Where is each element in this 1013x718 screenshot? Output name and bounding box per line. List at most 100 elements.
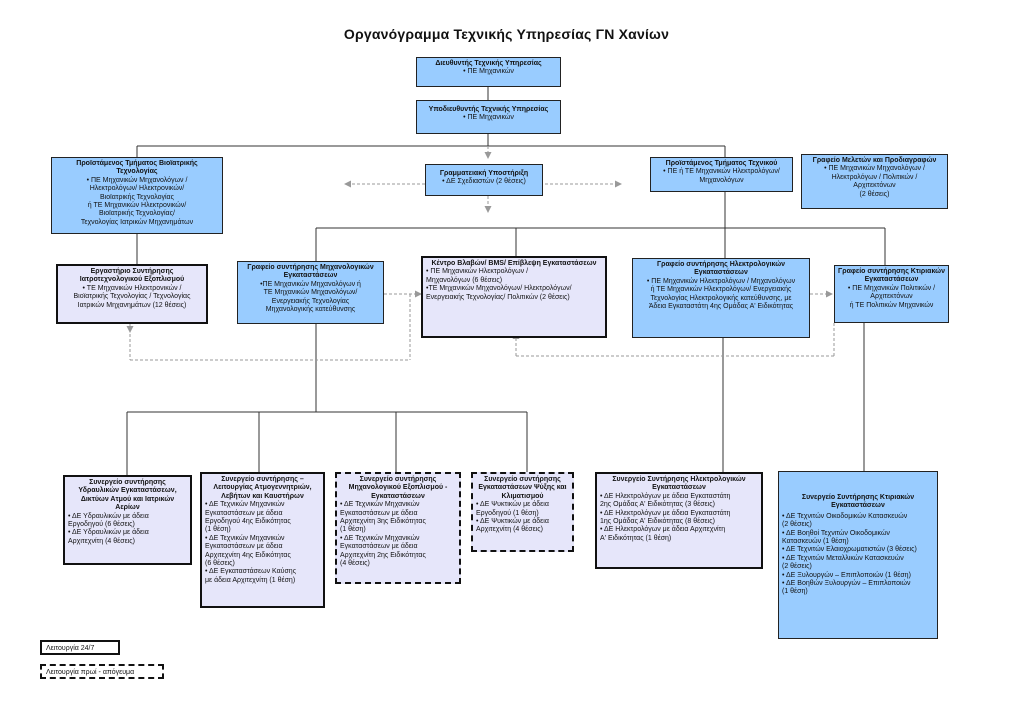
building-office-line: Αρχιτεκτόνων bbox=[870, 293, 913, 301]
building-crew-line: • ΔΕ Τεχνιτών Οικοδομικών Κατασκευών bbox=[782, 512, 908, 520]
bms-center-title: Κέντρο Βλαβών/ BMS/ Επίβλεψη Εγκαταστάσε… bbox=[431, 260, 597, 267]
building-crew-line: • ΔΕ Ξυλουργών – Επιπλοποιών (1 θέση) bbox=[782, 571, 911, 579]
mech-equipment-crew-line: Εγκαταστάσεων με άδεια bbox=[340, 543, 418, 551]
electrical-crew-line: Α' Ειδικότητας (1 θέση) bbox=[600, 534, 672, 542]
studies-office-line: Αρχιτεκτόνων bbox=[853, 182, 896, 190]
hydraulic-crew-line: • ΔΕ Υδραυλικών με άδεια bbox=[68, 512, 149, 520]
electrical-crew-box[interactable]: Συνεργείο Συντήρησης Ηλεκτρολογικών Εγκα… bbox=[595, 472, 763, 569]
elec-office-line: • ΠΕ Μηχανικών Ηλεκτρολόγων / Μηχανολόγω… bbox=[646, 277, 796, 285]
elec-office-title: Γραφείο συντήρησης Ηλεκτρολογικών Εγκατα… bbox=[656, 261, 786, 277]
generators-crew-line: • ΔΕ Τεχνικών Μηχανικών bbox=[205, 501, 285, 509]
mech-office-line: Μηχανολογικής κατεύθυνσης bbox=[265, 306, 356, 314]
solid-connectors bbox=[126, 86, 886, 475]
deputy-box[interactable]: Υποδιευθυντής Τεχνικής Υπηρεσίας • ΠΕ Μη… bbox=[416, 100, 561, 134]
generators-crew-line: • ΔΕ Εγκαταστάσεων Καύσης bbox=[205, 568, 297, 576]
cooling-crew-title: Συνεργείο συντήρησης Εγκαταστάσεων Ψύξης… bbox=[478, 476, 567, 500]
biomed-head-line: Βιοϊατρικής Τεχνολογίας bbox=[100, 193, 174, 201]
building-crew-line: (2 θέσεις) bbox=[782, 563, 812, 571]
building-office-box[interactable]: Γραφείο συντήρησης Κτιριακών Εγκαταστάσε… bbox=[834, 265, 949, 323]
biomed-head-line: • ΠΕ Μηχανικών Μηχανολόγων / bbox=[86, 176, 188, 184]
hydraulic-crew-box[interactable]: Συνεργείο συντήρησης Υδραυλικών Εγκαταστ… bbox=[63, 475, 192, 565]
studies-office-line: Ηλεκτρολόγων / Πολιτικών / bbox=[831, 173, 918, 181]
building-office-line: ή ΤΕ Πολιτικών Μηχανικών bbox=[849, 301, 934, 309]
studies-office-title: Γραφείο Μελετών και Προδιαγραφών bbox=[812, 157, 937, 164]
legend-dashed-label: Λειτουργία πρωί - απόγευμα bbox=[46, 669, 135, 676]
building-crew-line: • ΔΕ Τεχνιτών Μεταλλικών Κατασκευών bbox=[782, 554, 904, 562]
building-crew-line: Κατασκευών (1 θέση) bbox=[782, 538, 849, 546]
biomed-head-title: Προϊστάμενος Τμήματος Βιοϊατρικής Τεχνολ… bbox=[76, 160, 198, 176]
deputy-line: • ΠΕ Μηχανικών bbox=[463, 114, 514, 122]
elec-office-box[interactable]: Γραφείο συντήρησης Ηλεκτρολογικών Εγκατα… bbox=[632, 258, 810, 338]
mech-equipment-crew-box[interactable]: Συνεργείο συντήρησης Μηχανολογικού Εξοπλ… bbox=[335, 472, 461, 584]
hydraulic-crew-title: Συνεργείο συντήρησης Υδραυλικών Εγκαταστ… bbox=[78, 479, 177, 512]
studies-office-line: (2 θέσεις) bbox=[859, 190, 890, 198]
building-crew-line: • ΔΕ Βοηθών Ξυλουργών – Επιπλοποιών bbox=[782, 580, 911, 588]
building-office-title: Γραφείο συντήρησης Κτιριακών Εγκαταστάσε… bbox=[838, 268, 945, 284]
page-title: Οργανόγραμμα Τεχνικής Υπηρεσίας ΓΝ Χανίω… bbox=[343, 26, 670, 42]
mech-equipment-crew-title: Συνεργείο συντήρησης Μηχανολογικού Εξοπλ… bbox=[348, 476, 448, 500]
generators-crew-box[interactable]: Συνεργείο συντήρησης – Λειτουργίας Ατμογ… bbox=[200, 472, 325, 608]
elec-office-line: ή ΤΕ Μηχανικών Ηλεκτρολόγων/ Ενεργειακής bbox=[650, 286, 792, 294]
building-crew-line: (2 θέσεις) bbox=[782, 521, 812, 529]
biomed-head-line: Ηλεκτρολόγων/ Ηλεκτρονικών/ bbox=[89, 185, 185, 193]
mech-office-box[interactable]: Γραφείο συντήρησης Μηχανολογικών Εγκατασ… bbox=[237, 261, 384, 324]
electrical-crew-line: • ΔΕ Ηλεκτρολόγων με άδεια Εγκαταστάτη bbox=[600, 509, 731, 517]
generators-crew-line: Εγκαταστάσεων με άδεια bbox=[205, 509, 283, 517]
biomed-lab-line: Ιατρικών Μηχανημάτων (12 θέσεις) bbox=[77, 301, 187, 309]
elec-office-line: Άδεια Εγκαταστάτη 4ης Ομάδας Α' Ειδικότη… bbox=[648, 303, 794, 311]
electrical-crew-line: 1ης Ομάδας Α' Ειδικότητας (8 θέσεις) bbox=[600, 518, 715, 526]
biomed-head-line: Βιοϊατρικής Τεχνολογίας/ bbox=[99, 210, 175, 218]
biomed-lab-box[interactable]: Εργαστήριο Συντήρησης Ιατροτεχνολογικού … bbox=[56, 264, 208, 324]
bms-center-line: Μηχανολόγων (6 θέσεις) bbox=[426, 276, 503, 284]
mech-office-title: Γραφείο συντήρησης Μηχανολογικών Εγκατασ… bbox=[247, 264, 374, 280]
building-crew-title: Συνεργείο Συντήρησης Κτιριακών Εγκαταστά… bbox=[801, 494, 915, 510]
tech-head-line: Μηχανολόγων bbox=[699, 176, 744, 184]
director-title: Διευθυντής Τεχνικής Υπηρεσίας bbox=[435, 60, 542, 67]
secretariat-line: • ΔΕ Σχεδιαστών (2 θέσεις) bbox=[442, 178, 526, 186]
mech-equipment-crew-line: Εγκαταστάσεων με άδεια bbox=[340, 509, 418, 517]
mech-equipment-crew-line: Αρχιτεχνίτη 2ης Ειδικότητας bbox=[340, 551, 426, 559]
mech-equipment-crew-line: (1 θέση) bbox=[340, 526, 366, 534]
cooling-crew-box[interactable]: Συνεργείο συντήρησης Εγκαταστάσεων Ψύξης… bbox=[471, 472, 574, 552]
generators-crew-line: (6 θέσεις) bbox=[205, 560, 235, 568]
bms-center-line: Ενεργειακής Τεχνολογίας/ Πολιτικών (2 θέ… bbox=[426, 293, 570, 301]
cooling-crew-line: Εργοδηγού (1 θέση) bbox=[476, 509, 539, 517]
secretariat-title: Γραμματειακή Υποστήριξη bbox=[439, 170, 529, 177]
deputy-title: Υποδιευθυντής Τεχνικής Υπηρεσίας bbox=[428, 106, 549, 113]
mech-office-line: •ΠΕ Μηχανικών Μηχανολόγων ή bbox=[260, 280, 361, 288]
electrical-crew-title: Συνεργείο Συντήρησης Ηλεκτρολογικών Εγκα… bbox=[612, 476, 746, 492]
secretariat-box[interactable]: Γραμματειακή Υποστήριξη • ΔΕ Σχεδιαστών … bbox=[425, 164, 543, 196]
biomed-head-line: ή ΤΕ Μηχανικών Ηλεκτρονικών/ bbox=[87, 202, 187, 210]
mech-office-line: Ενεργειακής Τεχνολογίας bbox=[271, 297, 350, 305]
mech-equipment-crew-line: • ΔΕ Τεχνικών Μηχανικών bbox=[340, 501, 420, 509]
director-box[interactable]: Διευθυντής Τεχνικής Υπηρεσίας • ΠΕ Μηχαν… bbox=[416, 57, 561, 87]
biomed-lab-line: • ΤΕ Μηχανικών Ηλεκτρονικών / bbox=[82, 284, 182, 292]
cooling-crew-line: • ΔΕ Ψυκτικών με άδεια bbox=[476, 518, 549, 526]
legend-dashed: Λειτουργία πρωί - απόγευμα bbox=[40, 664, 164, 679]
bms-center-line: • ΠΕ Μηχανικών Ηλεκτρολόγων / bbox=[426, 268, 529, 276]
biomed-head-box[interactable]: Προϊστάμενος Τμήματος Βιοϊατρικής Τεχνολ… bbox=[51, 157, 223, 234]
hydraulic-crew-line: Αρχιτεχνίτη (4 θέσεις) bbox=[68, 537, 135, 545]
hydraulic-crew-line: Εργοδηγού (6 θέσεις) bbox=[68, 521, 135, 529]
cooling-crew-line: • ΔΕ Ψυκτικών με άδεια bbox=[476, 501, 549, 509]
mech-equipment-crew-line: • ΔΕ Τεχνικών Μηχανικών bbox=[340, 534, 420, 542]
studies-office-box[interactable]: Γραφείο Μελετών και Προδιαγραφών • ΠΕ Μη… bbox=[801, 154, 948, 209]
building-crew-box[interactable]: Συνεργείο Συντήρησης Κτιριακών Εγκαταστά… bbox=[778, 471, 938, 639]
generators-crew-line: Εργοδηγού 4ης Ειδικότητας bbox=[205, 518, 291, 526]
studies-office-line: • ΠΕ Μηχανικών Μηχανολόγων / bbox=[824, 165, 925, 173]
mech-office-line: ΤΕ Μηχανικών Μηχανολόγων/ bbox=[263, 289, 358, 297]
biomed-head-line: Τεχνολογίας Ιατρικών Μηχανημάτων bbox=[80, 218, 194, 226]
generators-crew-line: (1 θέση) bbox=[205, 526, 231, 534]
bms-center-line: •ΤΕ Μηχανικών Μηχανολόγων/ Ηλεκτρολόγων/ bbox=[426, 285, 572, 293]
building-crew-line: • ΔΕ Τεχνιτών Ελαιοχρωματιστών (3 θέσεις… bbox=[782, 546, 917, 554]
generators-crew-line: Εγκαταστάσεων με άδεια bbox=[205, 543, 283, 551]
electrical-crew-line: • ΔΕ Ηλεκτρολόγων με άδεια Εγκαταστάτη bbox=[600, 492, 731, 500]
bms-center-box[interactable]: Κέντρο Βλαβών/ BMS/ Επίβλεψη Εγκαταστάσε… bbox=[421, 256, 607, 338]
tech-head-box[interactable]: Προϊστάμενος Τμήματος Τεχνικού • ΠΕ ή ΤΕ… bbox=[650, 157, 793, 192]
electrical-crew-line: • ΔΕ Ηλεκτρολόγων με άδεια Αρχιτεχνίτη bbox=[600, 526, 726, 534]
generators-crew-line: Αρχιτεχνίτη 4ης Ειδικότητας bbox=[205, 551, 291, 559]
mech-equipment-crew-line: (4 θέσεις) bbox=[340, 560, 370, 568]
generators-crew-title: Συνεργείο συντήρησης – Λειτουργίας Ατμογ… bbox=[213, 476, 312, 500]
building-crew-line: (1 θέση) bbox=[782, 588, 808, 596]
dotted-connectors bbox=[126, 146, 835, 361]
